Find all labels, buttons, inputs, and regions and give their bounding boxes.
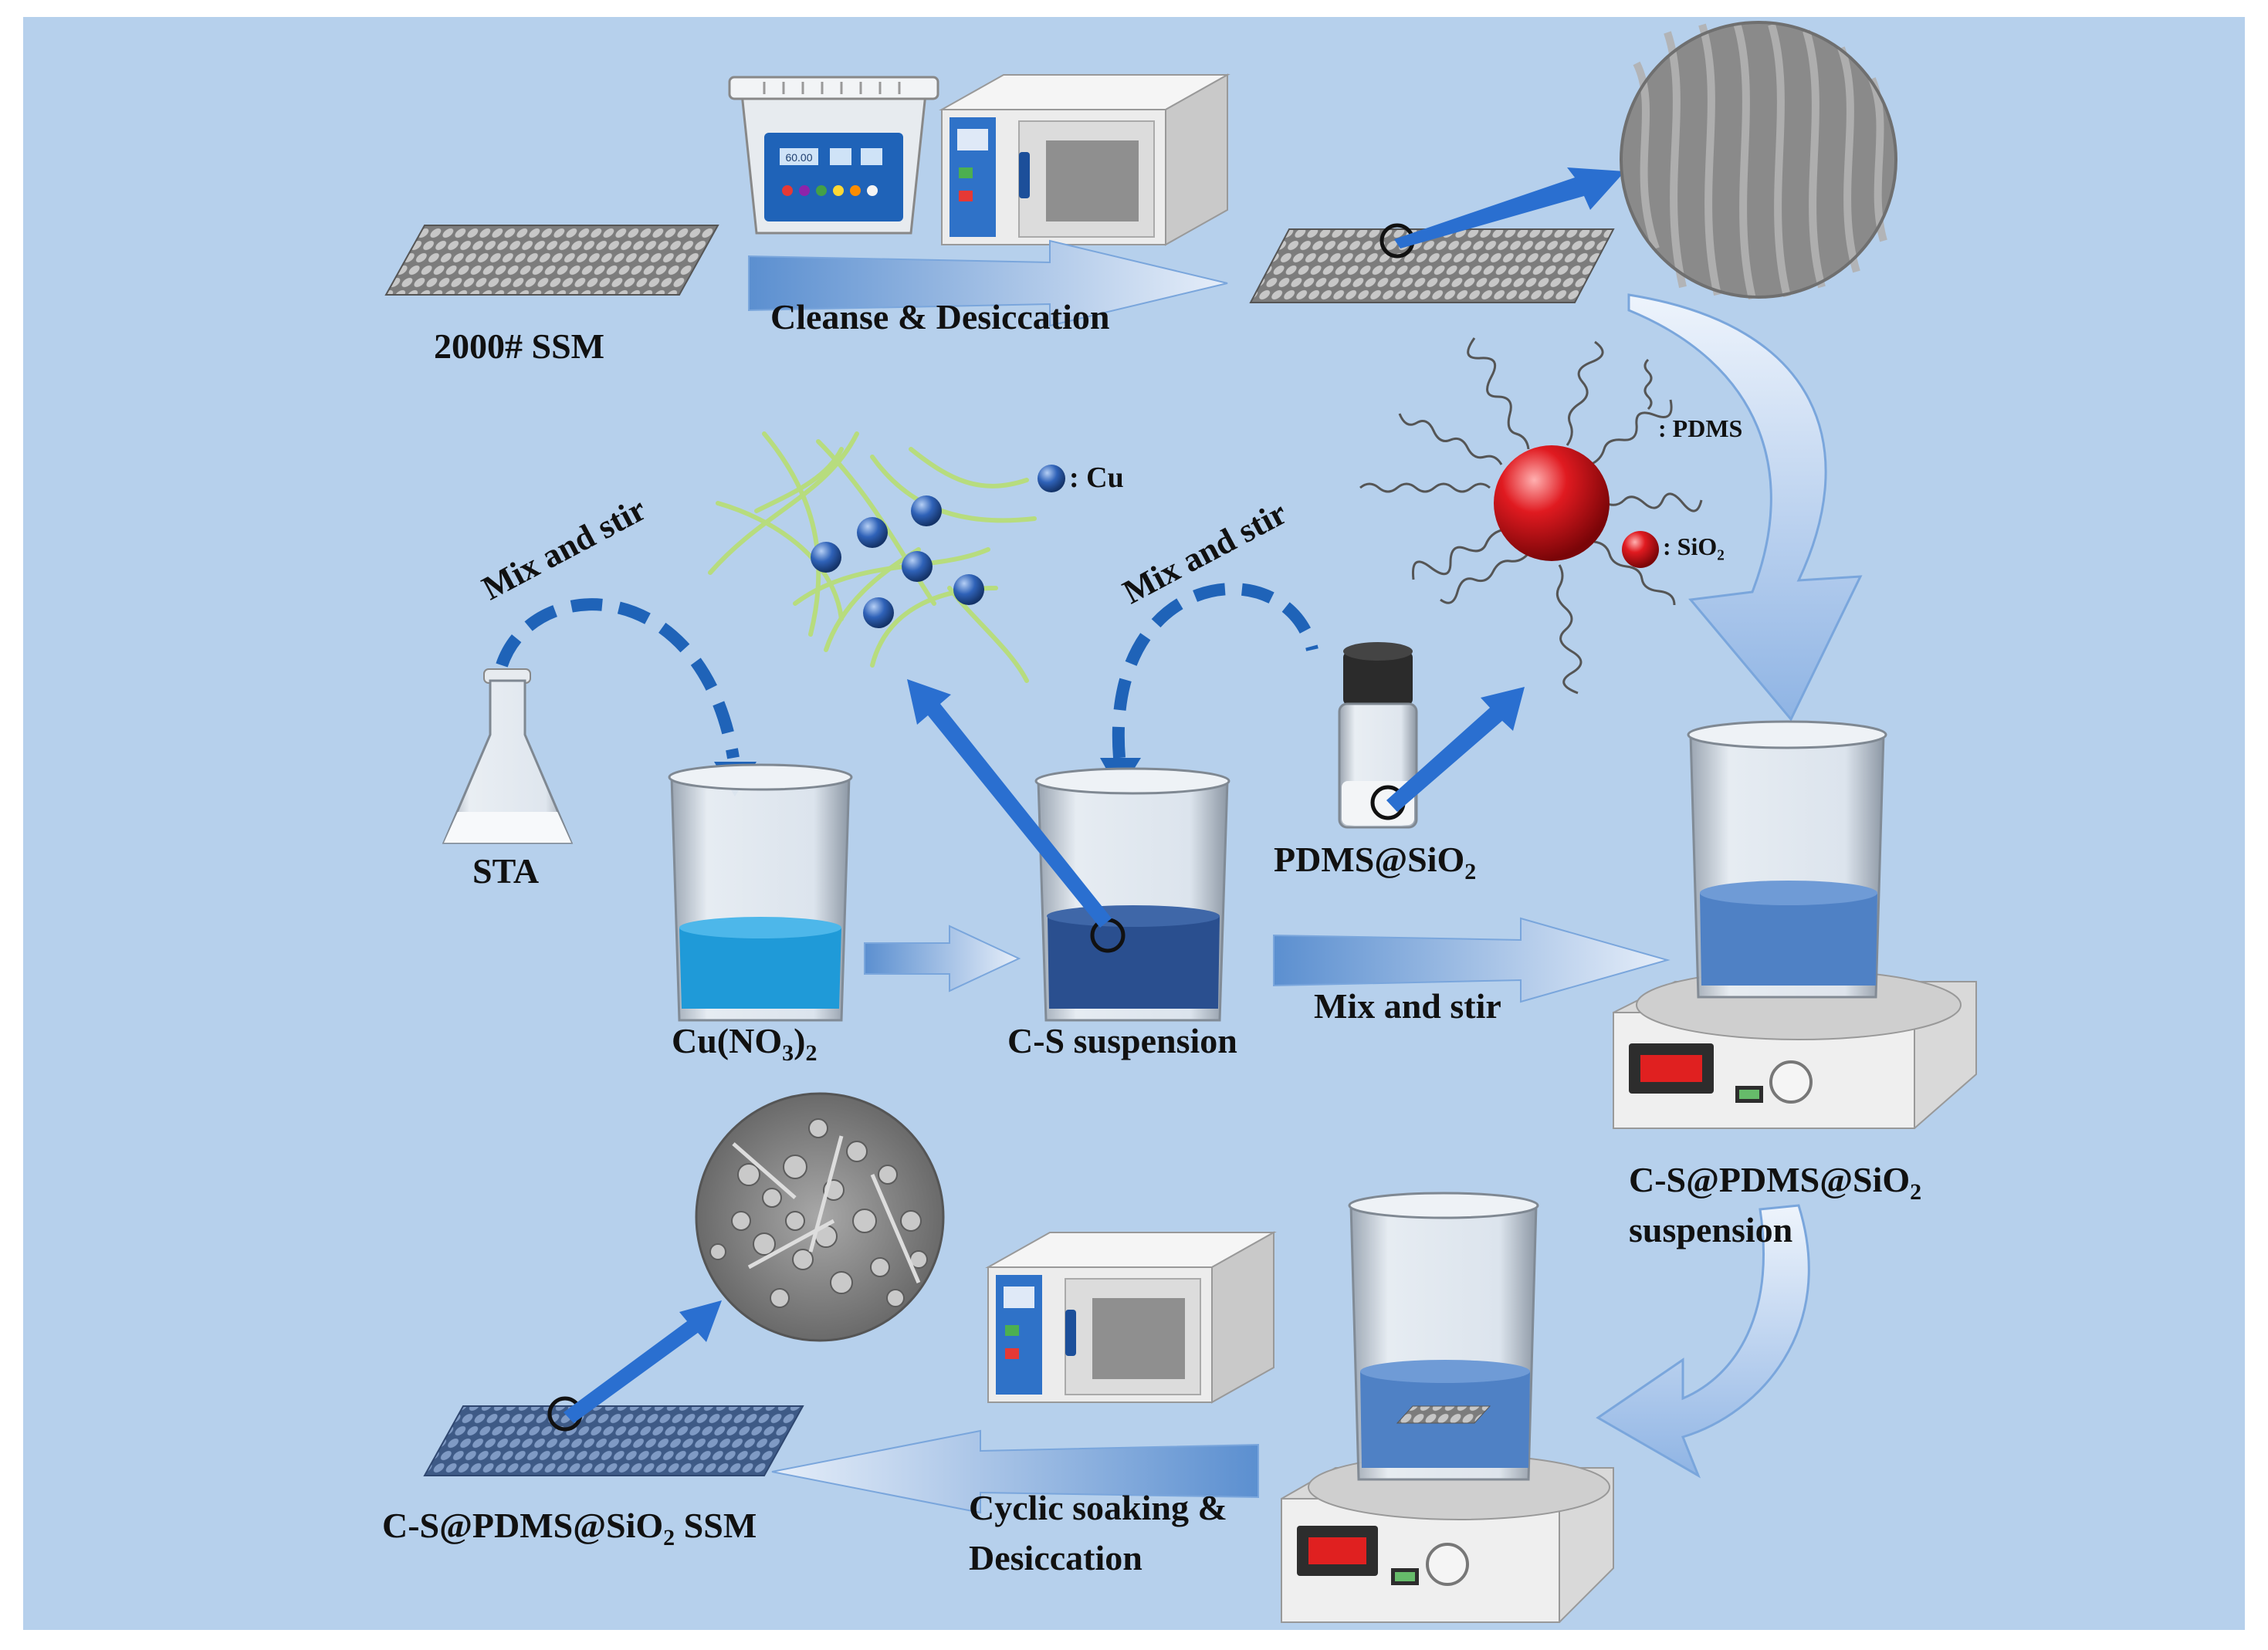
cleaned-mesh (1249, 228, 1615, 303)
diagram-canvas: 60.00 (23, 17, 2245, 1630)
sem-image-smooth (1620, 21, 1897, 300)
label-sta: STA (472, 851, 540, 891)
sio2-legend-icon (1622, 531, 1659, 568)
cuno3-beaker-icon (668, 763, 853, 1022)
label-cleanse-desiccation: Cleanse & Desiccation (770, 297, 1110, 336)
sta-flask-icon (442, 668, 574, 844)
final-mesh (423, 1405, 804, 1476)
label-cspdms-suspension-line2: suspension (1629, 1210, 1793, 1249)
diagram-graphics: 60.00 (384, 21, 1977, 1623)
sem-image-rough (695, 1092, 945, 1342)
sio2-sphere (1494, 445, 1610, 561)
stirrer-beaker-bottom-icon (1281, 1192, 1614, 1623)
cu-fiber-network (708, 431, 1037, 683)
label-final-ssm: C-S@PDMS@SiO2 SSM (382, 1506, 757, 1551)
label-cyclic-soaking: Cyclic soaking & (969, 1488, 1227, 1527)
curve-arrow-lower (1596, 1204, 1810, 1479)
pdms-chains (1359, 337, 1703, 695)
drying-oven-icon (939, 73, 1230, 246)
raw-mesh (384, 225, 719, 296)
cs-beaker-icon (1034, 767, 1230, 1022)
dashed-arrow-2 (1112, 583, 1318, 759)
label-sio2-legend: : SiO₂ (1663, 533, 1725, 560)
dashed-arrow-1 (496, 598, 740, 759)
svg-text:60.00: 60.00 (785, 151, 812, 164)
label-desiccation: Desiccation (969, 1538, 1142, 1577)
cu-particles (811, 495, 984, 628)
mix-stir-arrow (1273, 917, 1671, 1003)
label-mix-stir-3: Mix and stir (1314, 986, 1501, 1026)
zoom-arrow-cs (907, 679, 1112, 928)
label-cs-suspension: C-S suspension (1007, 1021, 1237, 1060)
curve-arrow-right (1627, 293, 1863, 722)
cu-legend-icon (1038, 465, 1065, 492)
cleanse-arrow (748, 239, 1228, 327)
zoom-arrow-1 (1394, 167, 1625, 249)
pdms-legend-icon (1643, 358, 1653, 411)
ultrasonic-cleaner-icon: 60.00 (728, 76, 939, 235)
label-pdms-sio2: PDMS@SiO2 (1274, 840, 1477, 885)
label-pdms-legend: : PDMS (1658, 414, 1743, 442)
zoom-arrow-vial (1386, 687, 1525, 812)
zoom-arrow-final (564, 1300, 722, 1423)
arrow-cu-to-cs (864, 925, 1021, 992)
label-2000-ssm: 2000# SSM (434, 326, 605, 366)
label-cspdms-suspension-line1: C-S@PDMS@SiO2 (1629, 1160, 1922, 1205)
label-cu-legend: : Cu (1069, 462, 1124, 494)
label-cuno3: Cu(NO3)2 (672, 1021, 817, 1067)
cyclic-arrow (771, 1429, 1259, 1514)
stirrer-beaker-right-icon (1613, 720, 1977, 1129)
drying-oven-bottom-icon (985, 1231, 1277, 1404)
